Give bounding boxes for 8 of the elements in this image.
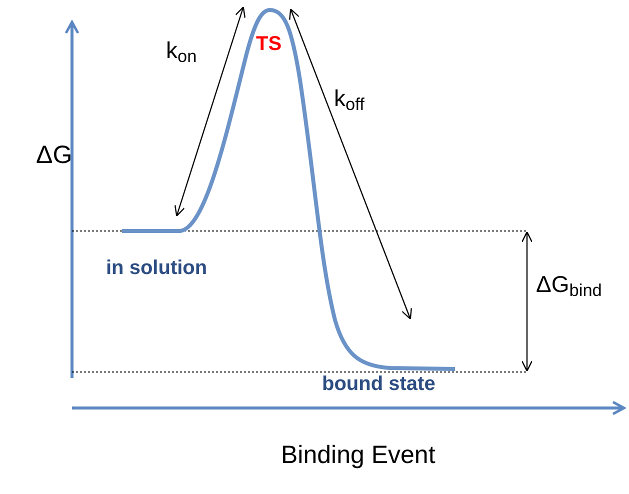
axis-label: Binding Event [281,440,436,471]
axis-label: ΔG [36,140,72,171]
state-label: in solution [106,256,208,281]
rate-label: k$_{on}$ [166,36,197,65]
state-label: bound state [322,372,436,397]
rate-label: k$_{off}$ [334,84,364,113]
energy-difference-label: ΔG$_{bind}$ [536,270,602,299]
transition-state-label: TS [256,32,282,57]
